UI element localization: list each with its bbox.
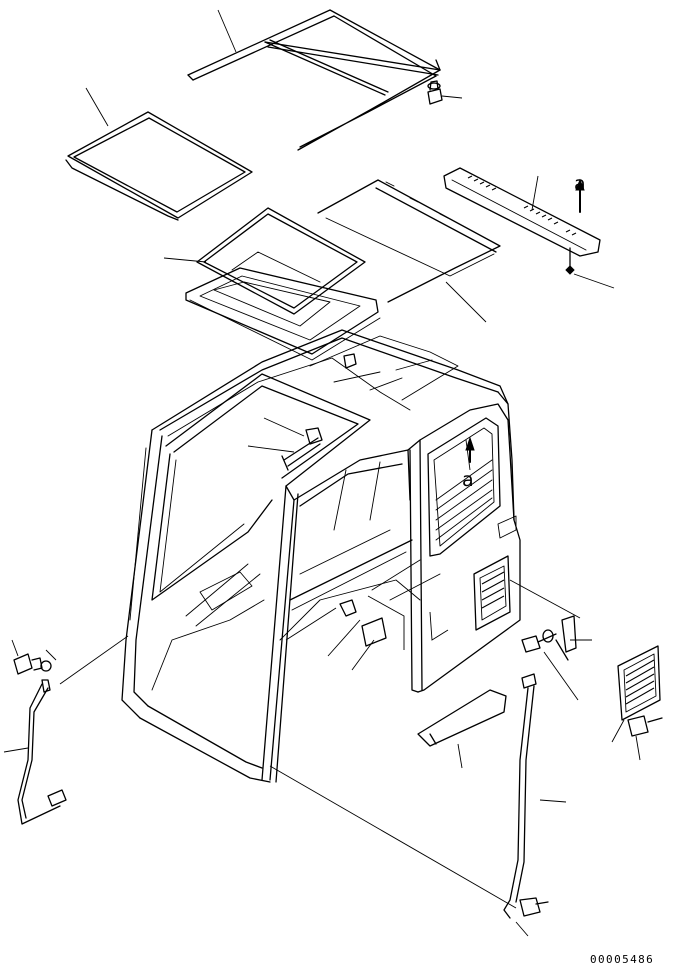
- door-lower-panel: [417, 689, 507, 747]
- roof-frame: [187, 9, 441, 151]
- roof-seal-panel: [65, 111, 253, 221]
- footer-mark: _ _: [492, 956, 516, 968]
- rear-cover: [443, 167, 601, 275]
- skylight-frame: [185, 267, 381, 361]
- left-stay-rod: [13, 653, 67, 825]
- cab-body: [121, 329, 521, 783]
- roof-bolt: [427, 80, 443, 105]
- bracket-and-bolts: [521, 615, 577, 661]
- right-stay-rod: [503, 673, 549, 919]
- section-label-a-door: a: [462, 469, 474, 491]
- roof-cover: [317, 179, 501, 303]
- section-arrowhead-door: [465, 436, 475, 451]
- vent-grille: [617, 645, 663, 737]
- skylight-glass: [196, 207, 366, 315]
- section-label-a-top: a: [574, 173, 586, 195]
- leader-lines: [3, 9, 641, 937]
- drawing-number: 00005486: [590, 953, 654, 966]
